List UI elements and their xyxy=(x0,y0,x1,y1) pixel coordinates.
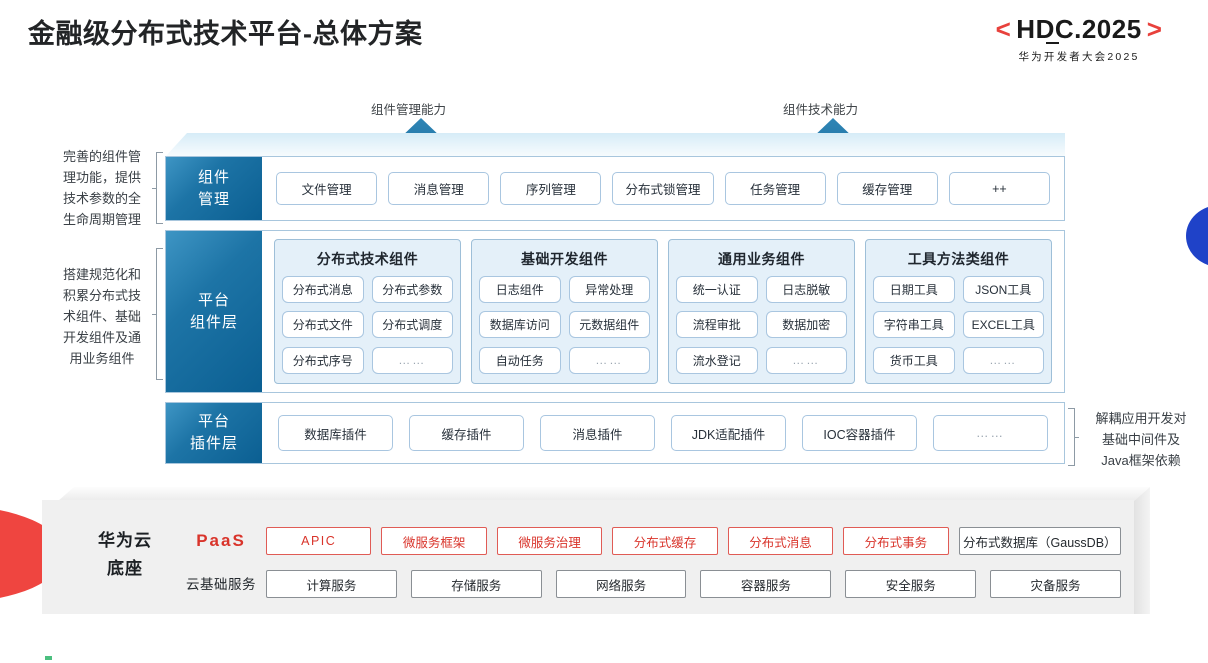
group-grid-tool-methods: 日期工具 JSON工具 字符串工具 EXCEL工具 货币工具 …… xyxy=(873,276,1044,376)
group-grid-distributed-tech: 分布式消息 分布式参数 分布式文件 分布式调度 分布式序号 …… xyxy=(282,276,453,376)
infra-box-storage-service[interactable]: 存储服务 xyxy=(410,570,542,598)
group-distributed-tech: 分布式技术组件 分布式消息 分布式参数 分布式文件 分布式调度 分布式序号 …… xyxy=(274,239,461,384)
brace-left-top xyxy=(152,152,163,224)
layer-label-platform-components: 平台 组件层 xyxy=(166,231,262,392)
note-platform-components: 搭建规范化和 积累分布式技 术组件、基础 开发组件及通 用业务组件 xyxy=(62,267,141,367)
paas-label: PaaS xyxy=(196,531,246,550)
pill-more-management[interactable]: ++ xyxy=(948,172,1050,205)
hdc-logo: < HDC.2025 > 华为开发者大会2025 xyxy=(964,14,1194,64)
group-grid-common-business: 统一认证 日志脱敏 流程审批 数据加密 流水登记 …… xyxy=(676,276,847,376)
pill-sequence-management[interactable]: 序列管理 xyxy=(500,172,602,205)
page-title: 金融级分布式技术平台-总体方案 xyxy=(28,19,423,49)
infra-box-container-service[interactable]: 容器服务 xyxy=(700,570,832,598)
hdc-logo-subtitle: 华为开发者大会2025 xyxy=(1018,51,1140,63)
pill-cache-plugin[interactable]: 缓存插件 xyxy=(409,415,524,451)
hdc-logo-main: < HDC.2025 > xyxy=(964,14,1194,45)
pill-log-desensitization[interactable]: 日志脱敏 xyxy=(765,276,847,303)
layer-label-platform-plugins: 平台 插件层 xyxy=(166,403,262,463)
green-tick-decoration xyxy=(45,656,52,660)
layer-platform-plugins: 平台 插件层 数据库插件 缓存插件 消息插件 JDK适配插件 IOC容器插件 …… xyxy=(165,402,1065,464)
pill-business-more[interactable]: …… xyxy=(765,346,847,374)
group-basic-development: 基础开发组件 日志组件 异常处理 数据库访问 元数据组件 自动任务 …… xyxy=(471,239,658,384)
cloud-infra-label: 云基础服务 xyxy=(186,577,256,592)
pill-data-encryption[interactable]: 数据加密 xyxy=(765,311,847,339)
pill-task-management[interactable]: 任务管理 xyxy=(724,172,826,205)
group-grid-basic-development: 日志组件 异常处理 数据库访问 元数据组件 自动任务 …… xyxy=(479,276,650,376)
arrow-caption-component-management: 组件管理能力 xyxy=(371,103,447,117)
pill-distributed-more[interactable]: …… xyxy=(371,346,453,374)
layer-body-platform-plugins: 数据库插件 缓存插件 消息插件 JDK适配插件 IOC容器插件 …… xyxy=(262,403,1064,463)
right-angle-bracket-icon: > xyxy=(1146,14,1163,44)
pill-distributed-schedule[interactable]: 分布式调度 xyxy=(371,311,453,339)
pill-string-tool[interactable]: 字符串工具 xyxy=(873,311,955,339)
layer-body-component-management: 文件管理 消息管理 序列管理 分布式锁管理 任务管理 缓存管理 ++ xyxy=(262,157,1064,220)
brace-left-mid xyxy=(152,248,163,380)
layer-platform-components: 平台 组件层 分布式技术组件 分布式消息 分布式参数 分布式文件 分布式调度 分… xyxy=(165,230,1065,393)
pill-tool-more[interactable]: …… xyxy=(962,346,1044,374)
pill-ioc-container-plugin[interactable]: IOC容器插件 xyxy=(802,415,917,451)
pill-cache-management[interactable]: 缓存管理 xyxy=(836,172,938,205)
paas-box-distributed-message[interactable]: 分布式消息 xyxy=(727,527,834,555)
pill-auto-task[interactable]: 自动任务 xyxy=(479,346,561,374)
pill-distributed-parameter[interactable]: 分布式参数 xyxy=(371,276,453,303)
pill-exception-handling[interactable]: 异常处理 xyxy=(568,276,650,303)
pill-json-tool[interactable]: JSON工具 xyxy=(962,276,1044,303)
group-common-business: 通用业务组件 统一认证 日志脱敏 流程审批 数据加密 流水登记 …… xyxy=(668,239,855,384)
pill-process-approval[interactable]: 流程审批 xyxy=(676,311,758,339)
note-plugin-decoupling: 解耦应用开发对 基础中间件及 Java框架依赖 xyxy=(1095,411,1187,469)
cloud-slab-right-face xyxy=(1134,487,1150,614)
infra-box-compute-service[interactable]: 计算服务 xyxy=(266,570,397,598)
hdc-logo-underline xyxy=(1046,42,1060,44)
paas-service-row: APIC 微服务框架 微服务治理 分布式缓存 分布式消息 分布式事务 分布式数据… xyxy=(266,527,1121,555)
layer-body-platform-components: 分布式技术组件 分布式消息 分布式参数 分布式文件 分布式调度 分布式序号 ……… xyxy=(262,231,1064,392)
layer-component-management: 组件 管理 文件管理 消息管理 序列管理 分布式锁管理 任务管理 缓存管理 ++ xyxy=(165,156,1065,221)
pill-transaction-record[interactable]: 流水登记 xyxy=(676,346,758,374)
infra-box-disaster-recovery-service[interactable]: 灾备服务 xyxy=(990,570,1121,598)
infra-box-security-service[interactable]: 安全服务 xyxy=(845,570,977,598)
arrow-caption-component-technology: 组件技术能力 xyxy=(783,103,859,117)
pill-plugin-more[interactable]: …… xyxy=(933,415,1048,451)
paas-box-microservice-framework[interactable]: 微服务框架 xyxy=(381,527,487,555)
layer-label-component-management: 组件 管理 xyxy=(166,157,262,220)
infra-box-network-service[interactable]: 网络服务 xyxy=(555,570,687,598)
cloud-base-title: 华为云 底座 xyxy=(98,531,152,579)
pill-metadata-component[interactable]: 元数据组件 xyxy=(568,311,650,339)
pill-log-component[interactable]: 日志组件 xyxy=(479,276,561,303)
blue-lens-decoration xyxy=(1186,205,1208,267)
pill-database-plugin[interactable]: 数据库插件 xyxy=(278,415,393,451)
pill-distributed-lock-management[interactable]: 分布式锁管理 xyxy=(612,172,714,205)
pill-excel-tool[interactable]: EXCEL工具 xyxy=(962,311,1044,339)
paas-box-apic[interactable]: APIC xyxy=(266,527,372,555)
paas-box-microservice-governance[interactable]: 微服务治理 xyxy=(496,527,603,555)
left-angle-bracket-icon: < xyxy=(995,14,1012,44)
top-gradient-band xyxy=(165,133,1065,157)
paas-box-distributed-cache[interactable]: 分布式缓存 xyxy=(612,527,718,555)
group-tool-methods: 工具方法类组件 日期工具 JSON工具 字符串工具 EXCEL工具 货币工具 …… xyxy=(865,239,1052,384)
pill-message-plugin[interactable]: 消息插件 xyxy=(540,415,655,451)
pill-database-access[interactable]: 数据库访问 xyxy=(479,311,561,339)
note-component-management: 完善的组件管 理功能，提供 技术参数的全 生命周期管理 xyxy=(62,149,141,228)
hdc-logo-text-wrap: HDC.2025 xyxy=(1016,14,1141,45)
pill-distributed-file[interactable]: 分布式文件 xyxy=(282,311,364,339)
pill-file-management[interactable]: 文件管理 xyxy=(276,172,378,205)
pill-distributed-sequence[interactable]: 分布式序号 xyxy=(282,346,364,374)
paas-box-distributed-transaction[interactable]: 分布式事务 xyxy=(843,527,949,555)
group-title-common-business: 通用业务组件 xyxy=(718,251,805,267)
cloud-slab-top-face xyxy=(58,487,1150,501)
pill-unified-authentication[interactable]: 统一认证 xyxy=(676,276,758,303)
pill-message-management[interactable]: 消息管理 xyxy=(388,172,490,205)
pill-currency-tool[interactable]: 货币工具 xyxy=(873,346,955,374)
pill-date-tool[interactable]: 日期工具 xyxy=(873,276,955,303)
pill-jdk-adapter-plugin[interactable]: JDK适配插件 xyxy=(671,415,786,451)
group-title-distributed-tech: 分布式技术组件 xyxy=(316,251,419,267)
pill-basic-more[interactable]: …… xyxy=(568,346,650,374)
brace-right-plugins xyxy=(1068,408,1079,466)
pill-distributed-message[interactable]: 分布式消息 xyxy=(282,276,364,303)
group-title-basic-development: 基础开发组件 xyxy=(521,251,608,267)
cloud-infra-service-row: 计算服务 存储服务 网络服务 容器服务 安全服务 灾备服务 xyxy=(266,570,1121,598)
hdc-logo-text: HDC.2025 xyxy=(1016,14,1142,44)
group-title-tool-methods: 工具方法类组件 xyxy=(907,251,1010,267)
paas-box-distributed-database[interactable]: 分布式数据库（GaussDB） xyxy=(958,527,1121,555)
